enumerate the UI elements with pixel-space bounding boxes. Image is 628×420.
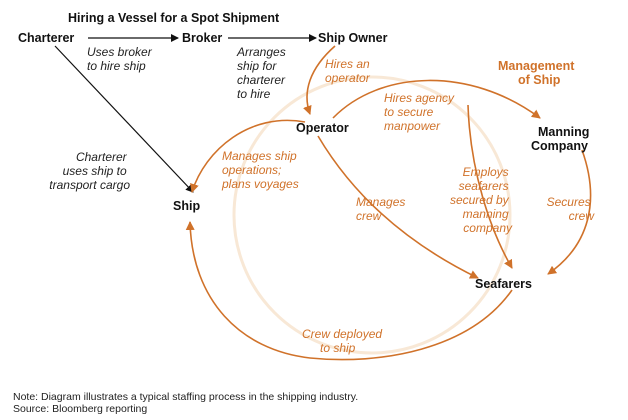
label-manages-ship: Manages ship operations; plans voyages <box>221 149 300 191</box>
node-manning-line1: Manning <box>538 125 589 139</box>
label-manages-crew: Manages crew <box>356 195 409 223</box>
edge-charterer-ship <box>54 45 194 193</box>
label-hires-agency: Hires agency to secure manpower <box>384 91 457 133</box>
cycle-circle-glow <box>232 75 512 355</box>
label-crew-deployed: Crew deployed to ship <box>302 327 385 355</box>
node-manning-line2: Company <box>531 139 588 153</box>
group-label-line2: of Ship <box>518 73 561 87</box>
footer-note: Note: Diagram illustrates a typical staf… <box>13 391 358 403</box>
label-arranges-ship: Arranges ship for charterer to hire <box>236 45 289 101</box>
edge-manning-seafarers <box>547 149 592 275</box>
edge-owner-manning <box>332 79 541 119</box>
label-employs-seafarers: Employs seafarers secured by manning com… <box>450 165 513 235</box>
node-seafarers: Seafarers <box>475 277 532 291</box>
diagram-title: Hiring a Vessel for a Spot Shipment <box>68 11 280 25</box>
edge-operator-ship <box>190 119 306 193</box>
node-ship: Ship <box>173 199 200 213</box>
footer-source: Source: Bloomberg reporting <box>13 403 147 415</box>
edge-owner-operator <box>303 45 336 115</box>
edge-operator-seafarers <box>317 135 479 279</box>
node-operator: Operator <box>296 121 349 135</box>
group-label-line1: Management <box>498 59 575 73</box>
node-broker: Broker <box>182 31 222 45</box>
label-hires-operator: Hires an operator <box>325 57 373 85</box>
edge-employs-seafarers <box>467 104 513 269</box>
label-secures-crew: Secures crew <box>547 195 596 223</box>
node-ship-owner: Ship Owner <box>318 31 388 45</box>
label-uses-broker: Uses broker to hire ship <box>87 45 155 73</box>
node-charterer: Charterer <box>18 31 74 45</box>
edge-seafarers-ship <box>185 221 513 361</box>
label-charterer-uses-ship: Charterer uses ship to transport cargo <box>49 150 130 192</box>
